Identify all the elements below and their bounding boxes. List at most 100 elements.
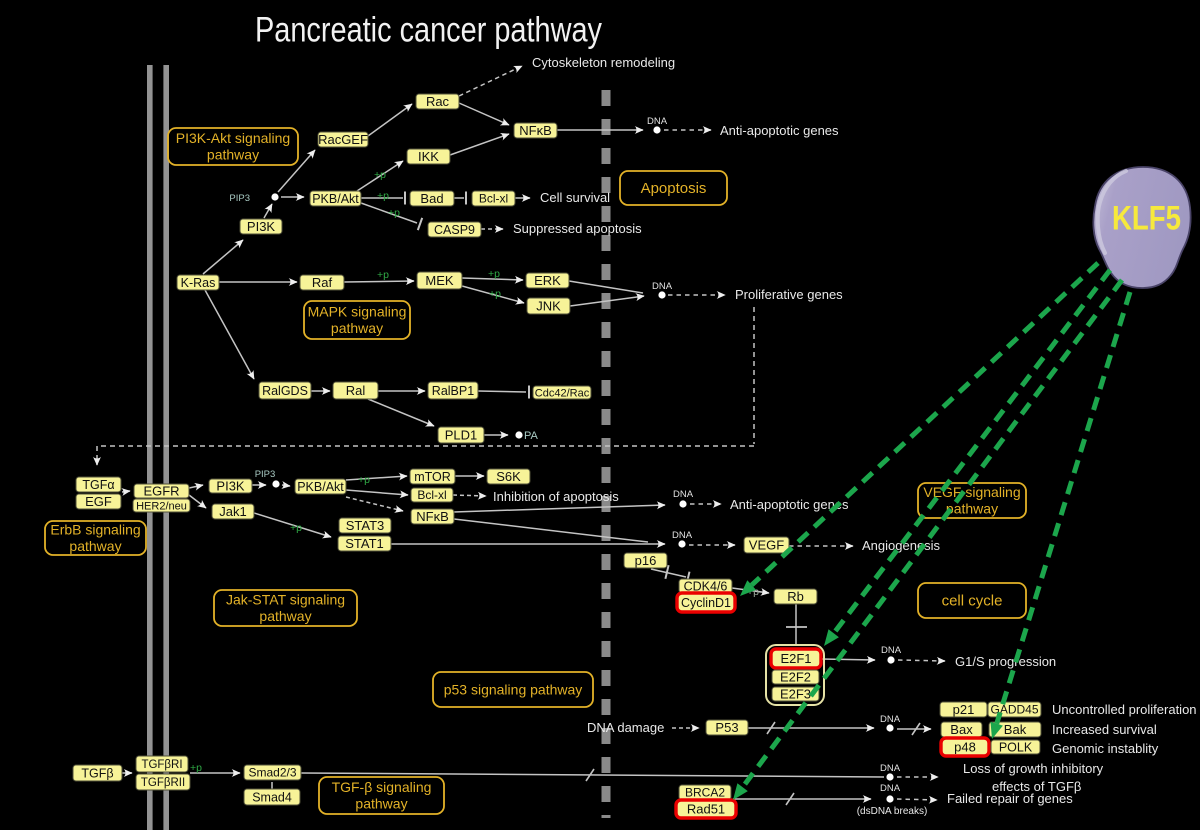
svg-text:Cdc42/Rac: Cdc42/Rac [535, 387, 590, 399]
svg-text:TGFβ: TGFβ [81, 766, 113, 780]
svg-text:pathway: pathway [207, 147, 259, 163]
svg-text:PI3K-Akt signaling: PI3K-Akt signaling [176, 130, 290, 146]
svg-text:Uncontrolled proliferation: Uncontrolled proliferation [1052, 702, 1197, 717]
svg-text:G1/S progression: G1/S progression [955, 654, 1056, 669]
svg-text:DNA: DNA [672, 530, 693, 541]
svg-text:(dsDNA breaks): (dsDNA breaks) [857, 806, 928, 817]
svg-text:PLD1: PLD1 [445, 428, 478, 443]
svg-text:Anti-apoptotic genes: Anti-apoptotic genes [730, 497, 849, 512]
svg-text:EGF: EGF [85, 494, 112, 509]
svg-text:TGFβRI: TGFβRI [141, 759, 182, 771]
svg-text:VEGF signaling: VEGF signaling [923, 484, 1020, 500]
svg-text:+p: +p [488, 268, 500, 280]
svg-text:CASP9: CASP9 [434, 223, 475, 237]
svg-text:DNA: DNA [880, 714, 901, 725]
svg-text:DNA: DNA [880, 763, 901, 774]
svg-text:Inhibition of apoptosis: Inhibition of apoptosis [493, 489, 619, 504]
svg-text:Ral: Ral [346, 383, 366, 398]
svg-text:Smad2/3: Smad2/3 [248, 766, 296, 780]
svg-text:CyclinD1: CyclinD1 [681, 596, 731, 610]
svg-text:VEGF: VEGF [749, 538, 784, 553]
svg-text:Jak-STAT signaling: Jak-STAT signaling [226, 592, 345, 608]
svg-text:BRCA2: BRCA2 [685, 786, 725, 800]
svg-text:+p: +p [290, 522, 302, 534]
svg-text:TGFβRII: TGFβRII [141, 777, 185, 789]
svg-text:+p: +p [358, 474, 370, 486]
svg-text:+p: +p [190, 762, 202, 774]
svg-text:Raf: Raf [312, 275, 333, 290]
svg-text:RalBP1: RalBP1 [432, 384, 474, 398]
svg-text:DNA damage: DNA damage [587, 720, 664, 735]
svg-text:Bcl-xl: Bcl-xl [417, 488, 446, 502]
svg-text:+p: +p [388, 207, 400, 219]
svg-text:+p: +p [377, 269, 389, 281]
svg-text:Apoptosis: Apoptosis [641, 180, 707, 197]
svg-text:Bcl-xl: Bcl-xl [479, 192, 508, 206]
svg-text:+p: +p [377, 190, 389, 202]
svg-text:P53: P53 [715, 720, 738, 735]
svg-text:+p: +p [374, 169, 386, 181]
svg-text:POLK: POLK [999, 740, 1033, 754]
svg-text:HER2/neu: HER2/neu [136, 500, 187, 512]
svg-text:PIP3: PIP3 [229, 193, 250, 204]
svg-text:CDK4/6: CDK4/6 [684, 579, 728, 593]
svg-text:ERK: ERK [534, 273, 561, 288]
svg-text:Proliferative genes: Proliferative genes [735, 287, 843, 302]
svg-text:Loss of growth inhibitory: Loss of growth inhibitory [963, 761, 1104, 776]
svg-text:PI3K: PI3K [216, 479, 245, 494]
svg-text:cell cycle: cell cycle [942, 593, 1003, 610]
svg-text:EGFR: EGFR [143, 484, 179, 499]
svg-text:Jak1: Jak1 [219, 504, 246, 519]
svg-text:DNA: DNA [647, 116, 668, 127]
svg-text:RalGDS: RalGDS [262, 384, 308, 398]
svg-text:p21: p21 [953, 702, 975, 717]
svg-text:pathway: pathway [69, 538, 121, 554]
svg-text:NFκB: NFκB [519, 123, 552, 138]
svg-text:pathway: pathway [331, 320, 383, 336]
svg-text:E2F3: E2F3 [780, 687, 811, 702]
svg-text:mTOR: mTOR [414, 470, 451, 484]
svg-text:pathway: pathway [946, 501, 998, 517]
svg-text:p53 signaling pathway: p53 signaling pathway [444, 681, 583, 697]
svg-text:PIP3: PIP3 [255, 469, 276, 480]
svg-text:Failed repair of genes: Failed repair of genes [947, 791, 1073, 806]
svg-text:Anti-apoptotic genes: Anti-apoptotic genes [720, 123, 839, 138]
svg-text:DNA: DNA [673, 489, 694, 500]
svg-text:Suppressed apoptosis: Suppressed apoptosis [513, 221, 642, 236]
svg-text:E2F1: E2F1 [780, 651, 811, 666]
svg-text:DNA: DNA [881, 645, 902, 656]
svg-text:S6K: S6K [496, 469, 521, 484]
svg-text:KLF5: KLF5 [1112, 200, 1181, 238]
svg-text:Rb: Rb [787, 589, 804, 604]
svg-text:Rac: Rac [426, 94, 450, 109]
svg-text:Bak: Bak [1004, 722, 1027, 737]
svg-text:IKK: IKK [418, 149, 439, 164]
svg-text:Rad51: Rad51 [687, 802, 725, 817]
svg-text:+p: +p [489, 288, 501, 300]
svg-text:Pancreatic cancer pathway: Pancreatic cancer pathway [255, 11, 602, 50]
svg-text:p48: p48 [954, 740, 976, 755]
svg-text:p16: p16 [635, 553, 657, 568]
svg-text:effects of TGFβ: effects of TGFβ [992, 779, 1081, 794]
svg-text:PKB/Akt: PKB/Akt [312, 192, 359, 206]
svg-text:Cytoskeleton remodeling: Cytoskeleton remodeling [532, 55, 675, 70]
svg-text:Smad4: Smad4 [252, 790, 292, 804]
svg-text:PI3K: PI3K [247, 219, 276, 234]
svg-text:TGF-β signaling: TGF-β signaling [332, 779, 432, 795]
svg-text:PKB/Akt: PKB/Akt [297, 480, 344, 494]
svg-text:STAT1: STAT1 [345, 536, 384, 551]
svg-text:pathway: pathway [355, 796, 407, 812]
svg-text:E2F2: E2F2 [780, 670, 811, 685]
svg-text:PA: PA [524, 430, 539, 442]
svg-text:TGFα: TGFα [82, 478, 114, 492]
svg-text:GADD45: GADD45 [990, 703, 1038, 717]
svg-text:DNA: DNA [880, 783, 901, 794]
svg-text:DNA: DNA [652, 281, 673, 292]
svg-text:NFκB: NFκB [416, 509, 449, 524]
svg-text:Genomic instablity: Genomic instablity [1052, 741, 1159, 756]
svg-text:ErbB signaling: ErbB signaling [50, 522, 140, 538]
svg-text:STAT3: STAT3 [346, 518, 385, 533]
svg-text:Cell survival: Cell survival [540, 190, 610, 205]
svg-text:Increased survival: Increased survival [1052, 722, 1157, 737]
svg-text:Bad: Bad [420, 191, 443, 206]
